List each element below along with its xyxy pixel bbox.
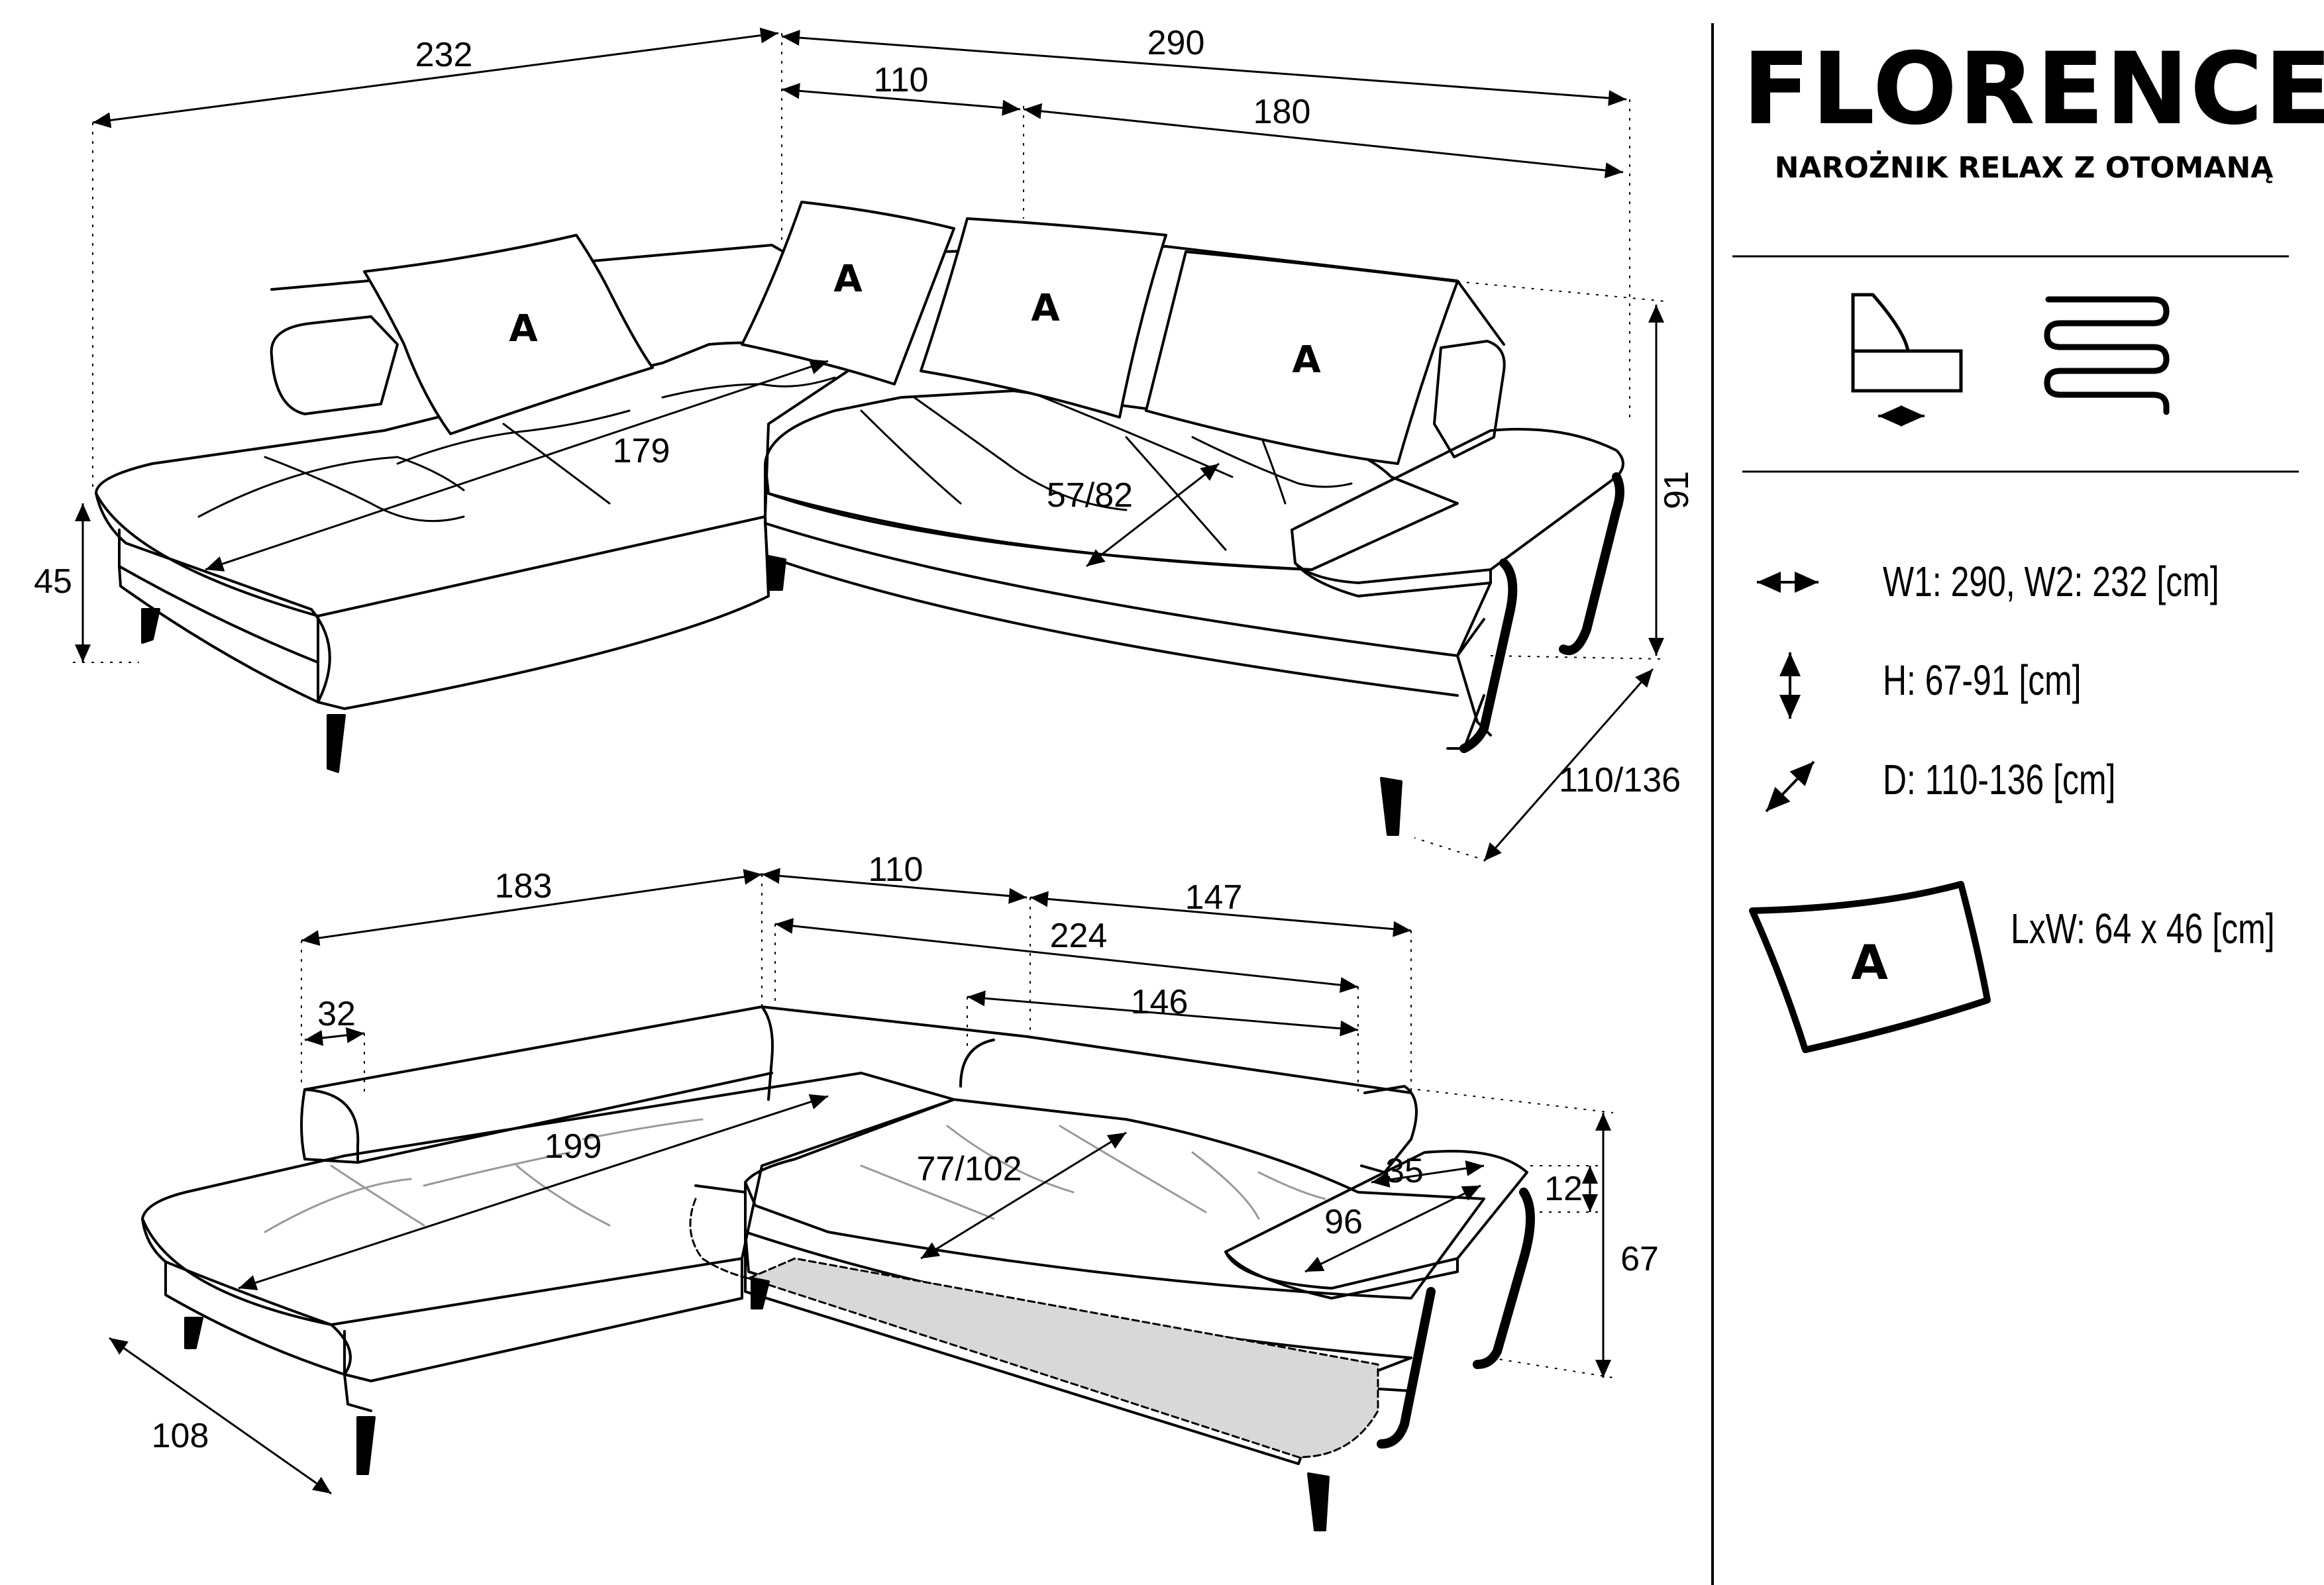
spec-height: H: 67-91 [cm] — [1883, 656, 2082, 704]
top-dimension-lines — [73, 27, 1667, 862]
spring-icon — [2044, 296, 2170, 415]
leg — [1380, 777, 1402, 836]
pillow-label: A — [1031, 287, 1060, 330]
leg — [751, 1277, 770, 1309]
dimension-chaise-length: 179 — [613, 432, 670, 470]
dimension-35: 35 — [1385, 1152, 1424, 1190]
bottom-sofa-drawing — [141, 1005, 1535, 1531]
dimension-180: 180 — [1253, 93, 1311, 131]
pillow-a — [920, 217, 1167, 419]
leg — [184, 1317, 203, 1349]
pillow-a — [1145, 250, 1459, 465]
spec-depth: D: 110-136 [cm] — [1883, 756, 2116, 803]
pillow-icon — [1749, 881, 1991, 1053]
sliding-seat-icon — [1851, 293, 1963, 427]
leg — [327, 714, 346, 773]
pull-out-drawer — [747, 1257, 1379, 1458]
dimension-12: 12 — [1544, 1170, 1583, 1208]
dimension-183: 183 — [495, 867, 553, 905]
diagonal-arrow-icon — [1765, 760, 1815, 813]
bottom-dimension-lines — [109, 868, 1614, 1495]
side-panel-graphics — [1711, 23, 2299, 1585]
dimension-146: 146 — [1131, 983, 1188, 1021]
dimension-147: 147 — [1185, 878, 1243, 917]
leg — [767, 555, 786, 591]
headrest-right — [1433, 340, 1506, 458]
pillow-size: LxW: 64 x 46 [cm] — [2011, 905, 2275, 952]
dimension-32: 32 — [317, 995, 356, 1033]
dimension-224: 224 — [1050, 917, 1108, 955]
pillow-label: A — [1292, 338, 1321, 382]
dimension-seat-depth: 57/82 — [1047, 476, 1133, 515]
leg — [356, 1416, 376, 1475]
bottom-main-seat — [744, 1098, 1485, 1300]
metal-frame — [1459, 472, 1624, 753]
armrest — [1291, 428, 1624, 584]
dimension-110: 110 — [874, 61, 929, 99]
dimension-108: 108 — [152, 1417, 209, 1455]
dimension-96: 96 — [1324, 1203, 1363, 1241]
dimension-77-102: 77/102 — [916, 1150, 1022, 1188]
product-subtitle: NAROŻNIK RELAX Z OTOMANĄ — [1774, 151, 2274, 185]
spec-width: W1: 290, W2: 232 [cm] — [1883, 558, 2219, 605]
dimension-w2: 232 — [415, 36, 473, 74]
leg — [1307, 1472, 1330, 1531]
pillow-icon-label: A — [1851, 935, 1888, 990]
dimension-199: 199 — [545, 1127, 602, 1166]
product-title: FLORENCE — [1742, 32, 2324, 147]
dimension-depth: 110/136 — [1559, 761, 1681, 799]
leg — [141, 608, 160, 644]
pillow-label: A — [833, 258, 863, 301]
pillow-label: A — [509, 307, 538, 350]
bottom-armrest — [1224, 1150, 1528, 1290]
dimension-w1: 290 — [1147, 24, 1205, 62]
dimension-seat-height: 45 — [34, 562, 72, 601]
dimension-height: 91 — [1658, 471, 1696, 509]
bottom-metal-frame — [1377, 1188, 1535, 1449]
dimension-110b: 110 — [869, 850, 924, 889]
pillow-a — [741, 201, 955, 385]
headrest-left — [270, 315, 399, 415]
dimension-67: 67 — [1620, 1240, 1659, 1278]
